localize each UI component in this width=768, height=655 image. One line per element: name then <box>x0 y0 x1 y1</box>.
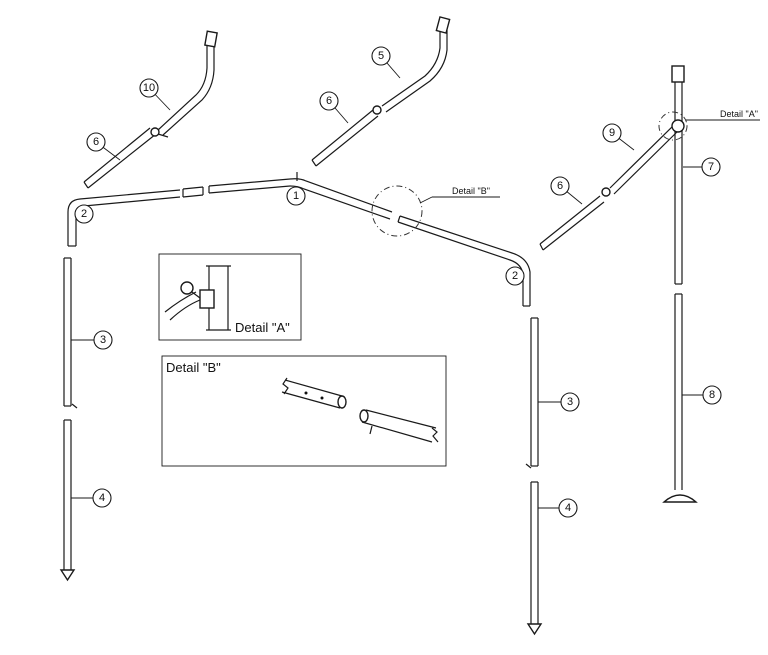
callout-circle <box>701 157 721 177</box>
callout-circle <box>558 498 578 518</box>
callout-number: 2 <box>512 270 518 282</box>
ridge-left-pole <box>67 178 291 247</box>
detail-b-leader <box>419 196 433 204</box>
callout-circle <box>74 204 94 224</box>
rafter-middle <box>311 16 451 167</box>
callout-number: 10 <box>143 82 155 94</box>
leg-left <box>59 257 78 582</box>
callout-circle <box>92 488 112 508</box>
detail-b-circle <box>371 185 423 237</box>
callouts: 10 6 6 5 6 9 7 2 1 2 3 3 8 4 4 <box>71 46 722 518</box>
callout-circle <box>286 186 306 206</box>
callout-number: 1 <box>293 190 299 202</box>
detail-a-circle <box>658 111 688 141</box>
callout-number: 4 <box>99 492 105 504</box>
callout-number: 5 <box>378 50 384 62</box>
callout-circle <box>505 266 525 286</box>
callout-number: 6 <box>326 95 332 107</box>
callout-number: 9 <box>609 127 615 139</box>
callout-number: 2 <box>81 208 87 220</box>
callout-number: 6 <box>557 180 563 192</box>
detail-a-marker-label: Detail "A" <box>720 109 758 119</box>
detail-b-box <box>161 355 447 467</box>
callout-circle <box>93 330 113 350</box>
callout-circle <box>602 123 622 143</box>
callout-circle <box>139 78 159 98</box>
callout-circle <box>550 176 570 196</box>
leg-right <box>525 317 543 636</box>
callout-number: 4 <box>565 502 571 514</box>
callout-number: 7 <box>708 161 714 173</box>
callout-number: 6 <box>93 136 99 148</box>
detail-b-box-title: Detail "B" <box>166 360 221 375</box>
callout-circle <box>86 132 106 152</box>
ridge-right-pole <box>289 172 531 307</box>
callout-circle <box>702 385 722 405</box>
upright-right <box>662 65 698 503</box>
detail-b-marker-label: Detail "B" <box>452 186 490 196</box>
callout-circle <box>319 91 339 111</box>
callout-circle <box>371 46 391 66</box>
callout-circle <box>560 392 580 412</box>
callout-number: 8 <box>709 389 715 401</box>
detail-a-box-title: Detail "A" <box>235 320 290 335</box>
callout-number: 3 <box>567 396 573 408</box>
detail-a-box <box>158 253 302 341</box>
callout-number: 3 <box>100 334 106 346</box>
rafter-left <box>83 30 218 189</box>
rafter-right <box>539 123 680 251</box>
